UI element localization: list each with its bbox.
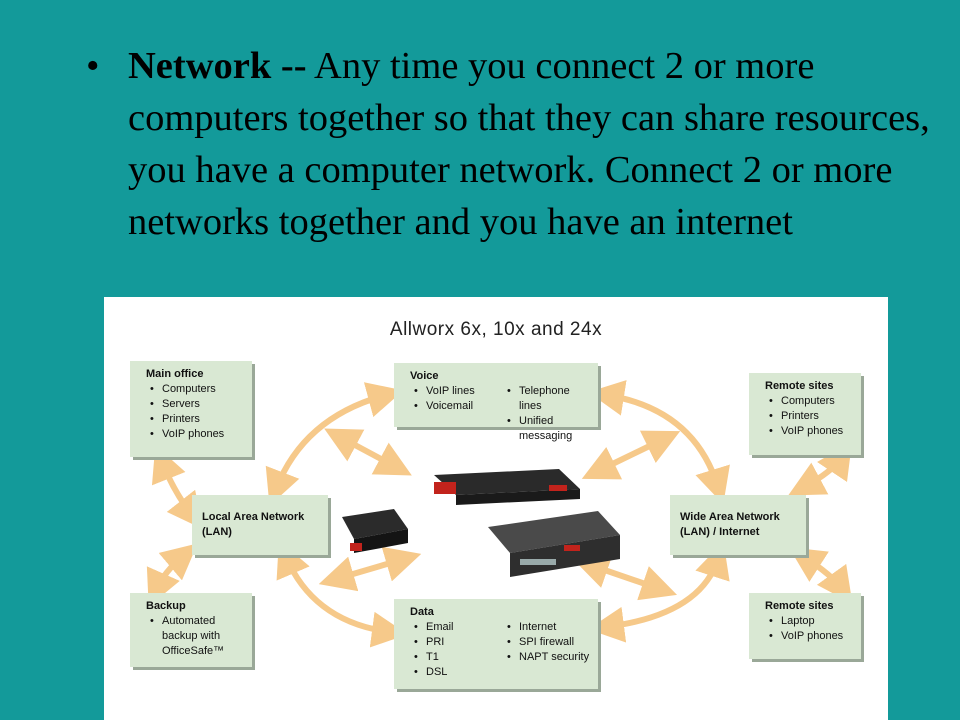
data-item: PRI [414, 635, 499, 650]
router-device-top [434, 469, 580, 505]
voice-item: VoIP lines [414, 384, 499, 399]
backup-box: Backup Automated backup with OfficeSafe™ [130, 593, 252, 667]
main-office-item: Computers [150, 382, 246, 397]
data-item: DSL [414, 665, 499, 680]
lan-title: Local Area Network (LAN) [202, 511, 305, 538]
remote-sites-item: VoIP phones [769, 424, 855, 439]
arrow-lan-backup [146, 543, 198, 607]
main-office-item: Printers [150, 412, 246, 427]
arrow-lan-voice [265, 382, 404, 506]
backup-item: Automated backup with OfficeSafe™ [150, 614, 246, 659]
server-device [488, 511, 620, 577]
data-item: SPI firewall [507, 635, 592, 650]
arrow-data-wan [588, 541, 730, 643]
main-office-item: Servers [150, 397, 246, 412]
wan-title: Wide Area Network (LAN) / Internet [680, 511, 780, 538]
voice-item: Telephone lines [507, 384, 592, 414]
data-item: Internet [507, 620, 592, 635]
lan-box: Local Area Network (LAN) [192, 495, 328, 555]
allworx-network-diagram: Allworx 6x, 10x and 24x Main office Comp… [104, 297, 888, 720]
remote-sites-bottom-box: Remote sites Laptop VoIP phones [749, 593, 861, 659]
bullet-marker: • [86, 45, 100, 87]
remote-sites-item: Computers [769, 394, 855, 409]
backup-title: Backup [146, 600, 186, 612]
term-network: Network -- [128, 45, 307, 87]
voice-item: Voicemail [414, 399, 499, 414]
network-definition: Network -- Any time you connect 2 or mor… [128, 40, 936, 248]
arrow-voice-wan [588, 380, 730, 505]
definition-text: Any time you connect 2 or more computers… [128, 45, 930, 243]
remote-sites-top-box: Remote sites Computers Printers VoIP pho… [749, 373, 861, 455]
data-item: Email [414, 620, 499, 635]
arrow-mainoffice-lan [151, 445, 204, 530]
bullet-paragraph: • Network -- Any time you connect 2 or m… [86, 40, 936, 248]
remote-sites-bottom-title: Remote sites [765, 600, 834, 612]
data-item: T1 [414, 650, 499, 665]
wan-box: Wide Area Network (LAN) / Internet [670, 495, 806, 555]
remote-sites-item: Laptop [769, 614, 855, 629]
voice-box: Voice VoIP lines Voicemail Telephone lin… [394, 363, 598, 442]
arrow-layer [146, 380, 853, 648]
router-device-left [342, 509, 408, 553]
remote-sites-top-title: Remote sites [765, 380, 834, 392]
arrow-device-lan [318, 546, 422, 592]
arrow-lan-data [276, 540, 408, 648]
main-office-box: Main office Computers Servers Printers V… [130, 361, 252, 457]
arrow-wan-remote-top [788, 442, 852, 496]
arrow-device-data [572, 553, 678, 601]
arrow-voice-device [324, 428, 412, 476]
diagram-title: Allworx 6x, 10x and 24x [389, 319, 603, 340]
main-office-item: VoIP phones [150, 427, 246, 442]
data-title: Data [410, 606, 434, 618]
remote-sites-item: VoIP phones [769, 629, 855, 644]
voice-item: Unified messaging [507, 414, 592, 444]
data-item: NAPT security [507, 650, 592, 665]
arrow-wan-remote-bottom [788, 547, 853, 604]
data-box: Data Email PRI T1 DSL Internet SPI firew… [394, 599, 598, 689]
voice-title: Voice [410, 370, 439, 382]
remote-sites-item: Printers [769, 409, 855, 424]
arrow-device-voice-right [581, 430, 681, 480]
main-office-title: Main office [146, 368, 204, 380]
